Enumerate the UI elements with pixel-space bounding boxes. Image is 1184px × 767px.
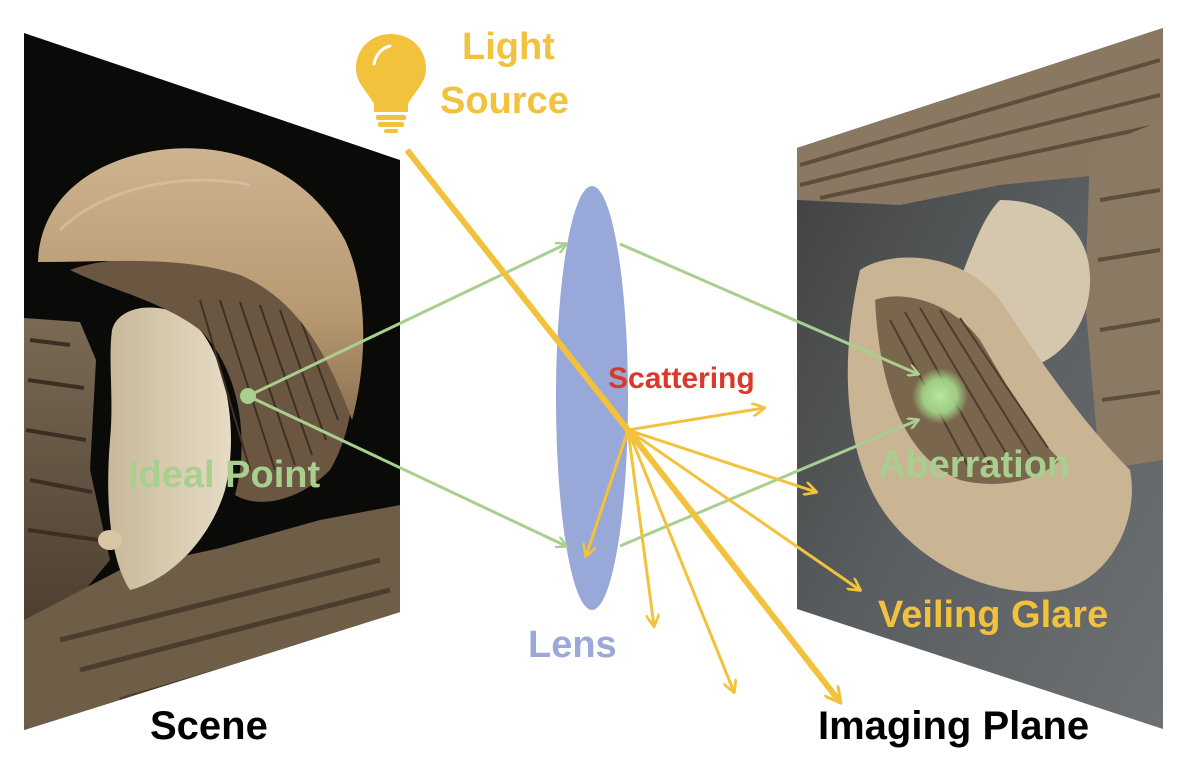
aberration-label: Aberration bbox=[878, 444, 1071, 486]
ideal-point-label: Ideal Point bbox=[128, 454, 321, 496]
aberration-spot bbox=[912, 368, 968, 424]
green-rays bbox=[247, 244, 918, 546]
light-source-label-line2: Source bbox=[440, 80, 569, 122]
scene-label: Scene bbox=[150, 704, 268, 748]
imaging-plane-panel bbox=[797, 28, 1163, 729]
lightbulb-icon bbox=[356, 34, 426, 133]
scattering-label: Scattering bbox=[608, 362, 755, 395]
ideal-point-dot bbox=[240, 388, 256, 404]
lens-shape bbox=[556, 186, 628, 610]
light-rays bbox=[404, 148, 860, 702]
lens-label: Lens bbox=[528, 624, 617, 666]
veiling-glare-label: Veiling Glare bbox=[878, 594, 1109, 636]
light-source-label-line1: Light bbox=[462, 26, 555, 68]
scene-panel bbox=[24, 33, 400, 730]
imaging-plane-label: Imaging Plane bbox=[818, 704, 1090, 748]
